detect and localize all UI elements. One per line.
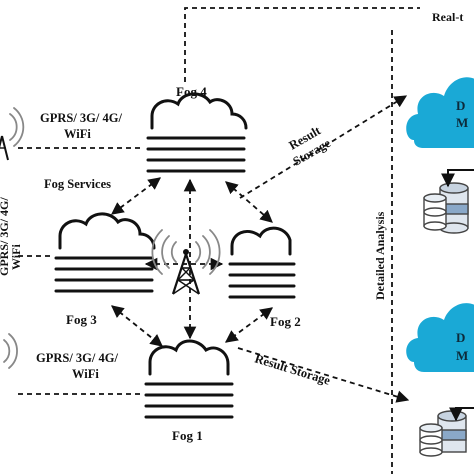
link-result-storage-bottom	[237, 347, 410, 403]
real-time-label: Real-t	[432, 10, 463, 24]
database-icon	[423, 182, 469, 234]
database-icon	[419, 410, 467, 457]
left-vertical-label-2: WiFi	[9, 244, 23, 270]
fog-3	[54, 212, 156, 293]
gprs-top-line2: WiFi	[64, 127, 91, 141]
fog2-label: Fog 2	[270, 314, 301, 329]
realtime-link	[184, 7, 420, 82]
link-fog4-fog3	[110, 177, 162, 215]
fog4-label: Fog 4	[176, 84, 207, 99]
cloud-top-text-2: M	[456, 115, 468, 130]
gprs-top-line1: GPRS/ 3G/ 4G/	[40, 111, 122, 125]
fog-services-label: Fog Services	[44, 177, 111, 191]
fog1-label: Fog 1	[172, 428, 203, 443]
cloud-bottom-text-1: D	[456, 330, 465, 345]
fog-icon	[54, 212, 156, 293]
fog3-label: Fog 3	[66, 312, 97, 327]
link-fog2-fog1	[224, 307, 274, 343]
fog-icon	[144, 339, 234, 419]
cloud-icon	[406, 303, 474, 372]
cell-tower-icon	[3, 333, 18, 369]
left-vertical-label: GPRS/ 3G/ 4G/	[0, 197, 11, 276]
fog-1	[144, 339, 234, 419]
cloud-top-text-1: D	[456, 98, 465, 113]
link-fog4-fog2	[225, 181, 273, 223]
fog-4	[146, 92, 248, 173]
connectors	[18, 7, 420, 474]
detailed-analysis-label: Detailed Analysis	[373, 211, 387, 300]
cell-tower-icon	[0, 107, 25, 161]
gprs-bottom-line1: GPRS/ 3G/ 4G/	[36, 351, 118, 365]
fog-icon	[228, 226, 296, 299]
link-fog3-fog1	[111, 305, 163, 347]
cloud-db-arrows	[441, 169, 474, 422]
fog-icon	[146, 92, 248, 173]
cloud-bottom-text-2: M	[456, 348, 468, 363]
result-storage-bottom: Result Storage	[253, 351, 332, 387]
cloud-icon	[406, 77, 474, 148]
fog-2	[228, 226, 296, 299]
cell-tower-icon	[151, 229, 221, 295]
gprs-bottom-line2: WiFi	[72, 367, 99, 381]
link-result-storage-top	[239, 95, 408, 199]
